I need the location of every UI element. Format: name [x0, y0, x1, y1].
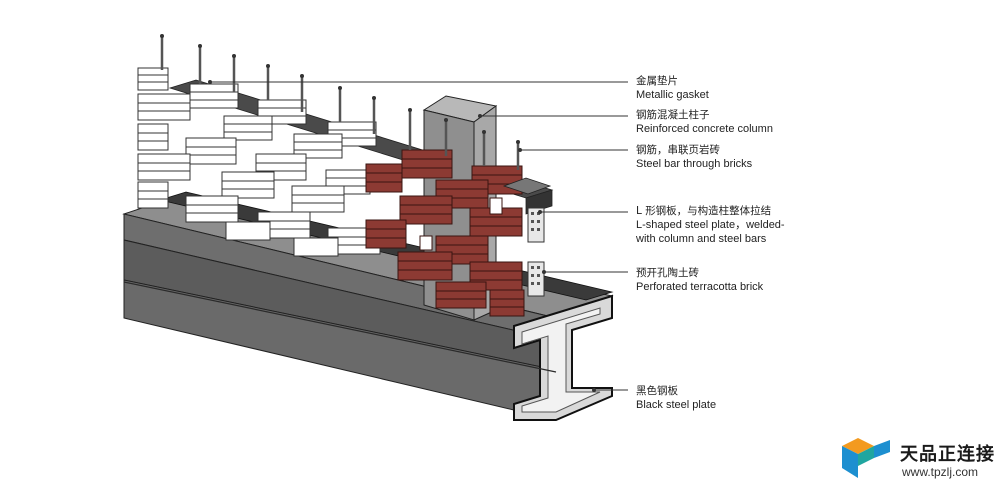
red-brick-group [435, 281, 487, 309]
white-brick-group [291, 185, 345, 213]
logo-name: 天品正连接 [900, 444, 995, 465]
leader-dots [208, 80, 596, 392]
white-brick-group [225, 221, 271, 241]
label-terracotta-brick: 预开孔陶土砖 Perforated terracotta brick [636, 267, 764, 293]
label-steel-bar: 钢筋，串联页岩砖 Steel bar through bricks [636, 144, 753, 170]
white-brick-group [293, 237, 339, 257]
white-brick-group [185, 137, 237, 165]
red-brick-group [435, 179, 489, 209]
red-brick-group [399, 195, 453, 225]
label-concrete-column: 钢筋混凝土柱子 Reinforced concrete column [636, 109, 773, 135]
perforated-brick-blocks [527, 207, 545, 297]
white-brick-group [137, 181, 169, 209]
white-brick-group [137, 123, 169, 151]
label-black-steel-plate: 黑色钢板 Black steel plate [636, 385, 717, 411]
leader-lines [210, 81, 628, 391]
red-brick-group [365, 163, 403, 193]
white-brick-group [189, 83, 239, 109]
white-brick-group [221, 171, 275, 199]
terracotta-brick-wall [365, 149, 525, 317]
label-l-shaped-plate: L 形钢板，与构造柱整体拉结 L-shaped steel plate，weld… [636, 205, 785, 245]
steel-bar-tips [160, 34, 520, 144]
red-brick-group [365, 219, 407, 249]
red-brick-group [397, 251, 453, 281]
label-metallic-gasket: 金属垫片 Metallic gasket [636, 75, 709, 101]
red-brick-group [489, 289, 525, 317]
logo-mark [842, 438, 890, 478]
red-brick-group [401, 149, 453, 179]
brick-opening [489, 197, 503, 215]
white-brick-group [185, 195, 239, 223]
l-shaped-steel-plate [502, 177, 552, 195]
white-brick-group [137, 153, 191, 181]
white-brick-group [223, 115, 273, 141]
brick-opening [419, 235, 433, 251]
white-brick-group [137, 67, 169, 91]
white-brick-group [137, 93, 191, 121]
white-brick-group [255, 153, 307, 181]
logo-url: www.tpzlj.com [902, 465, 979, 479]
steel-bars [160, 36, 520, 170]
